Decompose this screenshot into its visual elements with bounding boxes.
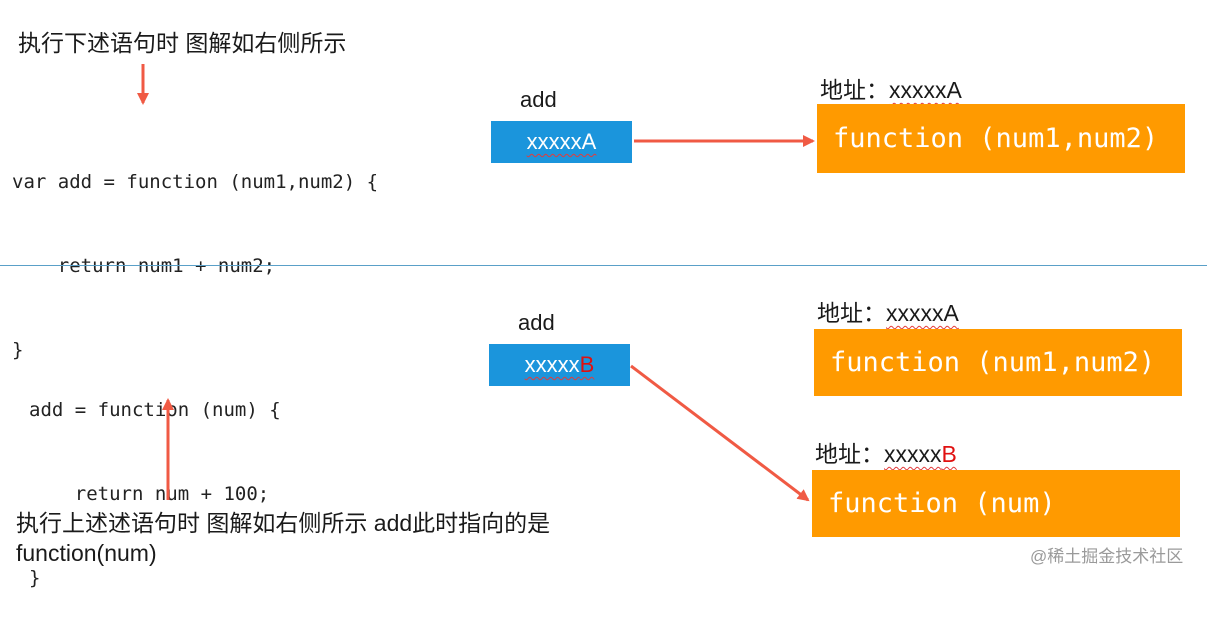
bottom-variable-value: xxxxxB xyxy=(525,352,595,378)
top-variable-value: xxxxxA xyxy=(526,129,597,154)
old-address: 地址：xxxxxA xyxy=(817,294,959,328)
bottom-reference-arrow xyxy=(630,364,810,502)
address-label: 地址： xyxy=(817,300,886,326)
top-code-block: var add = function (num1,num2) { return … xyxy=(12,112,378,392)
code-line: } xyxy=(12,339,24,361)
address-value: xxxxxA xyxy=(889,77,962,103)
old-function-box: function (num1,num2) xyxy=(814,329,1182,396)
code-line: return num + 100; xyxy=(29,483,270,505)
new-address: 地址：xxxxxB xyxy=(815,435,957,469)
bottom-caption: 执行上述述语句时 图解如右侧所示 add此时指向的是 function(num) xyxy=(16,508,550,568)
bottom-code-block: add = function (num) { return num + 100;… xyxy=(29,340,281,620)
code-line: } xyxy=(29,567,41,589)
address-label: 地址： xyxy=(820,77,889,103)
bottom-caption-line2: function(num) xyxy=(16,540,157,566)
code-line: return num1 + num2; xyxy=(12,255,276,277)
address-value-suffix: B xyxy=(941,441,957,467)
top-function-box: function (num1,num2) xyxy=(817,104,1185,173)
top-variable-box: xxxxxA xyxy=(491,121,632,163)
top-caption: 执行下述语句时 图解如右侧所示 xyxy=(18,30,347,56)
new-function-box: function (num) xyxy=(812,470,1180,537)
address-value: xxxxxB xyxy=(884,441,957,467)
variable-value-prefix: xxxxx xyxy=(524,352,580,377)
bottom-caption-line1: 执行上述述语句时 图解如右侧所示 add此时指向的是 xyxy=(16,510,551,536)
section-divider xyxy=(0,265,1207,266)
arrows-layer xyxy=(137,64,815,502)
top-variable-label: add xyxy=(520,87,557,112)
address-label: 地址： xyxy=(815,441,884,467)
variable-value-suffix: B xyxy=(579,352,595,377)
bottom-variable-box: xxxxxB xyxy=(489,344,630,386)
bottom-variable-label: add xyxy=(518,310,555,335)
code-line: var add = function (num1,num2) { xyxy=(12,171,379,193)
top-address: 地址：xxxxxA xyxy=(820,71,962,105)
watermark: @稀土掘金技术社区 xyxy=(1030,547,1184,566)
address-value: xxxxxA xyxy=(886,300,959,326)
address-value-prefix: xxxxx xyxy=(884,441,942,467)
